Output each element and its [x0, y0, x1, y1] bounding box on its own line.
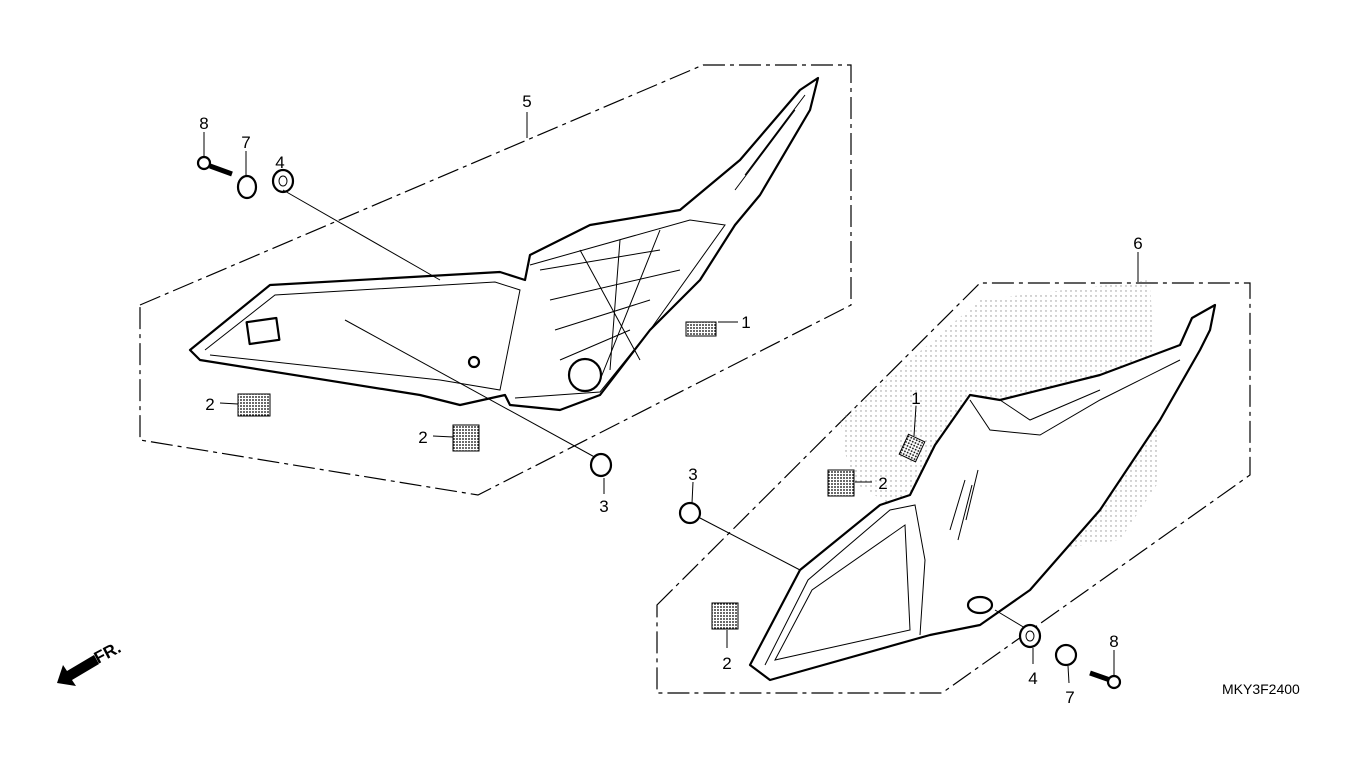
collar-7-left[interactable]: [236, 174, 258, 200]
callout-2: 2: [418, 428, 427, 447]
grommet-4-left[interactable]: [271, 168, 295, 194]
leader-line: [282, 189, 441, 281]
left-side-cover-part[interactable]: [188, 76, 820, 412]
bolt-8-right[interactable]: [1089, 670, 1122, 690]
pad-2-left-a[interactable]: [237, 393, 271, 417]
arrow-left-down-icon: [57, 655, 99, 686]
callout-8: 8: [1109, 632, 1118, 651]
right-assembly-group: 6 1 2 3 2 4 7 8: [656, 234, 1251, 707]
collar-7-right[interactable]: [1054, 643, 1078, 667]
right-side-cover-part[interactable]: [748, 303, 1217, 682]
clip-3-left[interactable]: [589, 452, 613, 478]
left-assembly-group: 5 8 7 4 1 2 2 3: [139, 64, 852, 516]
diagram-code: MKY3F2400: [1222, 681, 1300, 697]
callout-3: 3: [688, 465, 697, 484]
left-assembly-boundary: [139, 64, 852, 496]
callout-6: 6: [1133, 234, 1142, 253]
pad-1-left[interactable]: [685, 321, 717, 337]
clip-3-right[interactable]: [678, 501, 702, 525]
pad-2-right-b[interactable]: [711, 602, 739, 630]
callout-3: 3: [599, 497, 608, 516]
callout-4: 4: [275, 153, 284, 172]
leader-line: [344, 319, 601, 461]
pad-1-right[interactable]: [898, 433, 926, 463]
callout-2: 2: [878, 474, 887, 493]
callout-2: 2: [205, 395, 214, 414]
callout-1: 1: [911, 389, 920, 408]
callout-7: 7: [241, 133, 250, 152]
pad-2-right-a[interactable]: [827, 469, 855, 497]
front-direction-indicator: FR.: [57, 638, 124, 686]
callout-7: 7: [1065, 688, 1074, 707]
right-assembly-boundary: [656, 282, 1251, 694]
callout-4: 4: [1028, 669, 1037, 688]
callout-2: 2: [722, 654, 731, 673]
callout-8: 8: [199, 114, 208, 133]
bolt-8-left[interactable]: [196, 155, 233, 177]
grommet-4-right[interactable]: [1018, 623, 1042, 649]
pad-2-left-b[interactable]: [452, 424, 480, 452]
callout-5: 5: [522, 92, 531, 111]
callout-1: 1: [741, 313, 750, 332]
